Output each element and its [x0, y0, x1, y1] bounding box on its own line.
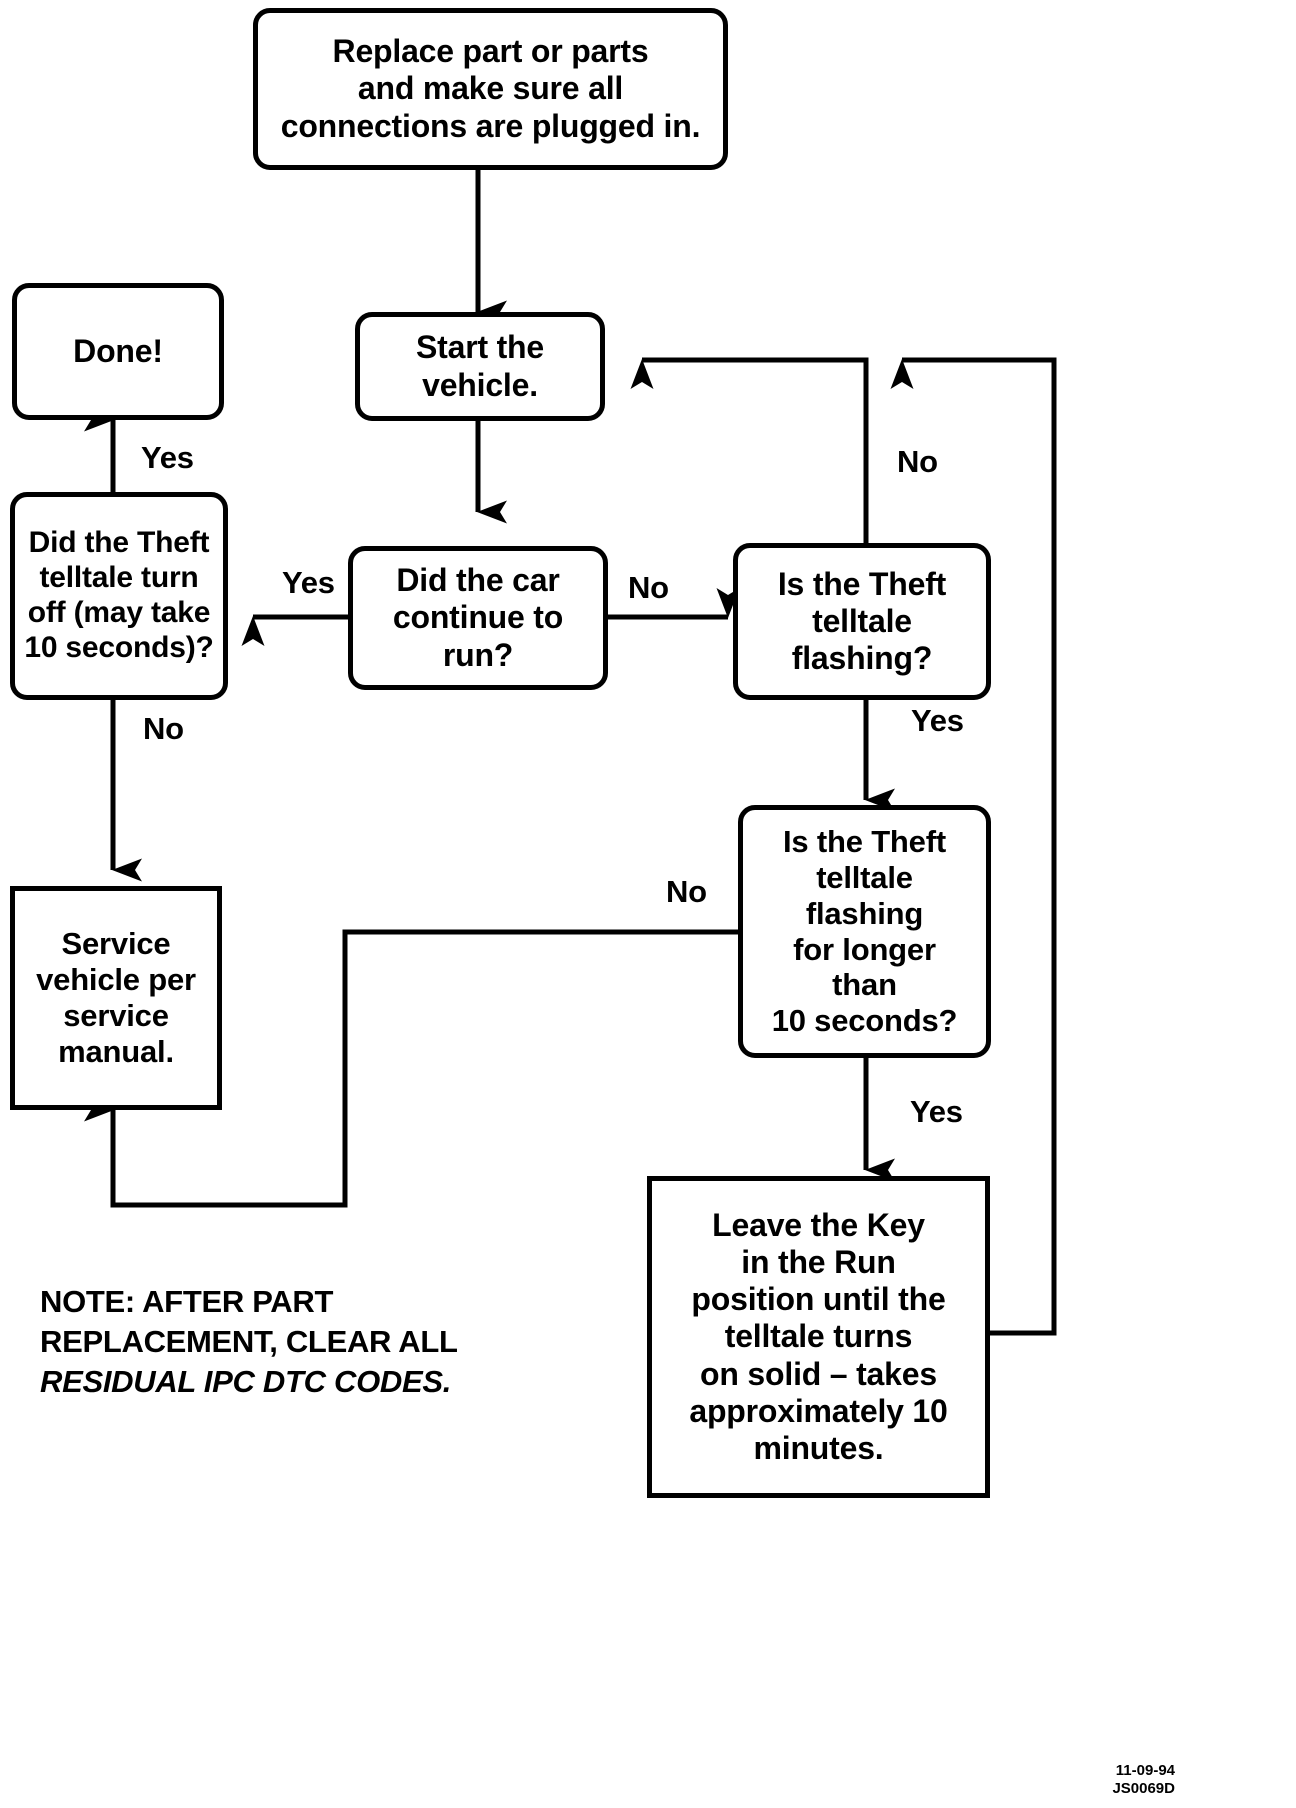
node-car-continue-to-run[interactable]: Did the car continue to run?	[348, 546, 608, 690]
edge-label-no-flashlonger: No	[666, 874, 707, 909]
edge-label-yes-leavekey: Yes	[910, 1094, 963, 1129]
figure-code: 11-09-94 JS0069D	[1112, 1762, 1175, 1797]
edge-label-no-start-loop: No	[897, 444, 938, 479]
node-telltale-flashing[interactable]: Is the Theft telltale flashing?	[733, 543, 991, 700]
node-start-vehicle[interactable]: Start the vehicle.	[355, 312, 605, 421]
edge-label-yes-turnoff: Yes	[282, 565, 335, 600]
note-line-3: RESIDUAL IPC DTC CODES.	[40, 1364, 452, 1399]
node-done[interactable]: Done!	[12, 283, 224, 420]
edge-label-no-flashing: No	[628, 570, 669, 605]
node-leave-key-in-run[interactable]: Leave the Key in the Run position until …	[647, 1176, 990, 1498]
edge-label-yes-flashlonger: Yes	[911, 703, 964, 738]
node-telltale-turn-off[interactable]: Did the Theft telltale turn off (may tak…	[10, 492, 228, 700]
note-line-1: NOTE: AFTER PART	[40, 1284, 334, 1319]
edge-flashing-no-start	[630, 357, 869, 551]
edge-label-no-service: No	[143, 711, 184, 746]
node-service-vehicle[interactable]: Service vehicle per service manual.	[10, 886, 222, 1110]
node-replace-part[interactable]: Replace part or parts and make sure all …	[253, 8, 728, 170]
node-telltale-flashing-longer[interactable]: Is the Theft telltale flashing for longe…	[738, 805, 991, 1058]
note-line-2: REPLACEMENT, CLEAR ALL	[40, 1324, 458, 1359]
edge-label-yes-done: Yes	[141, 440, 194, 475]
